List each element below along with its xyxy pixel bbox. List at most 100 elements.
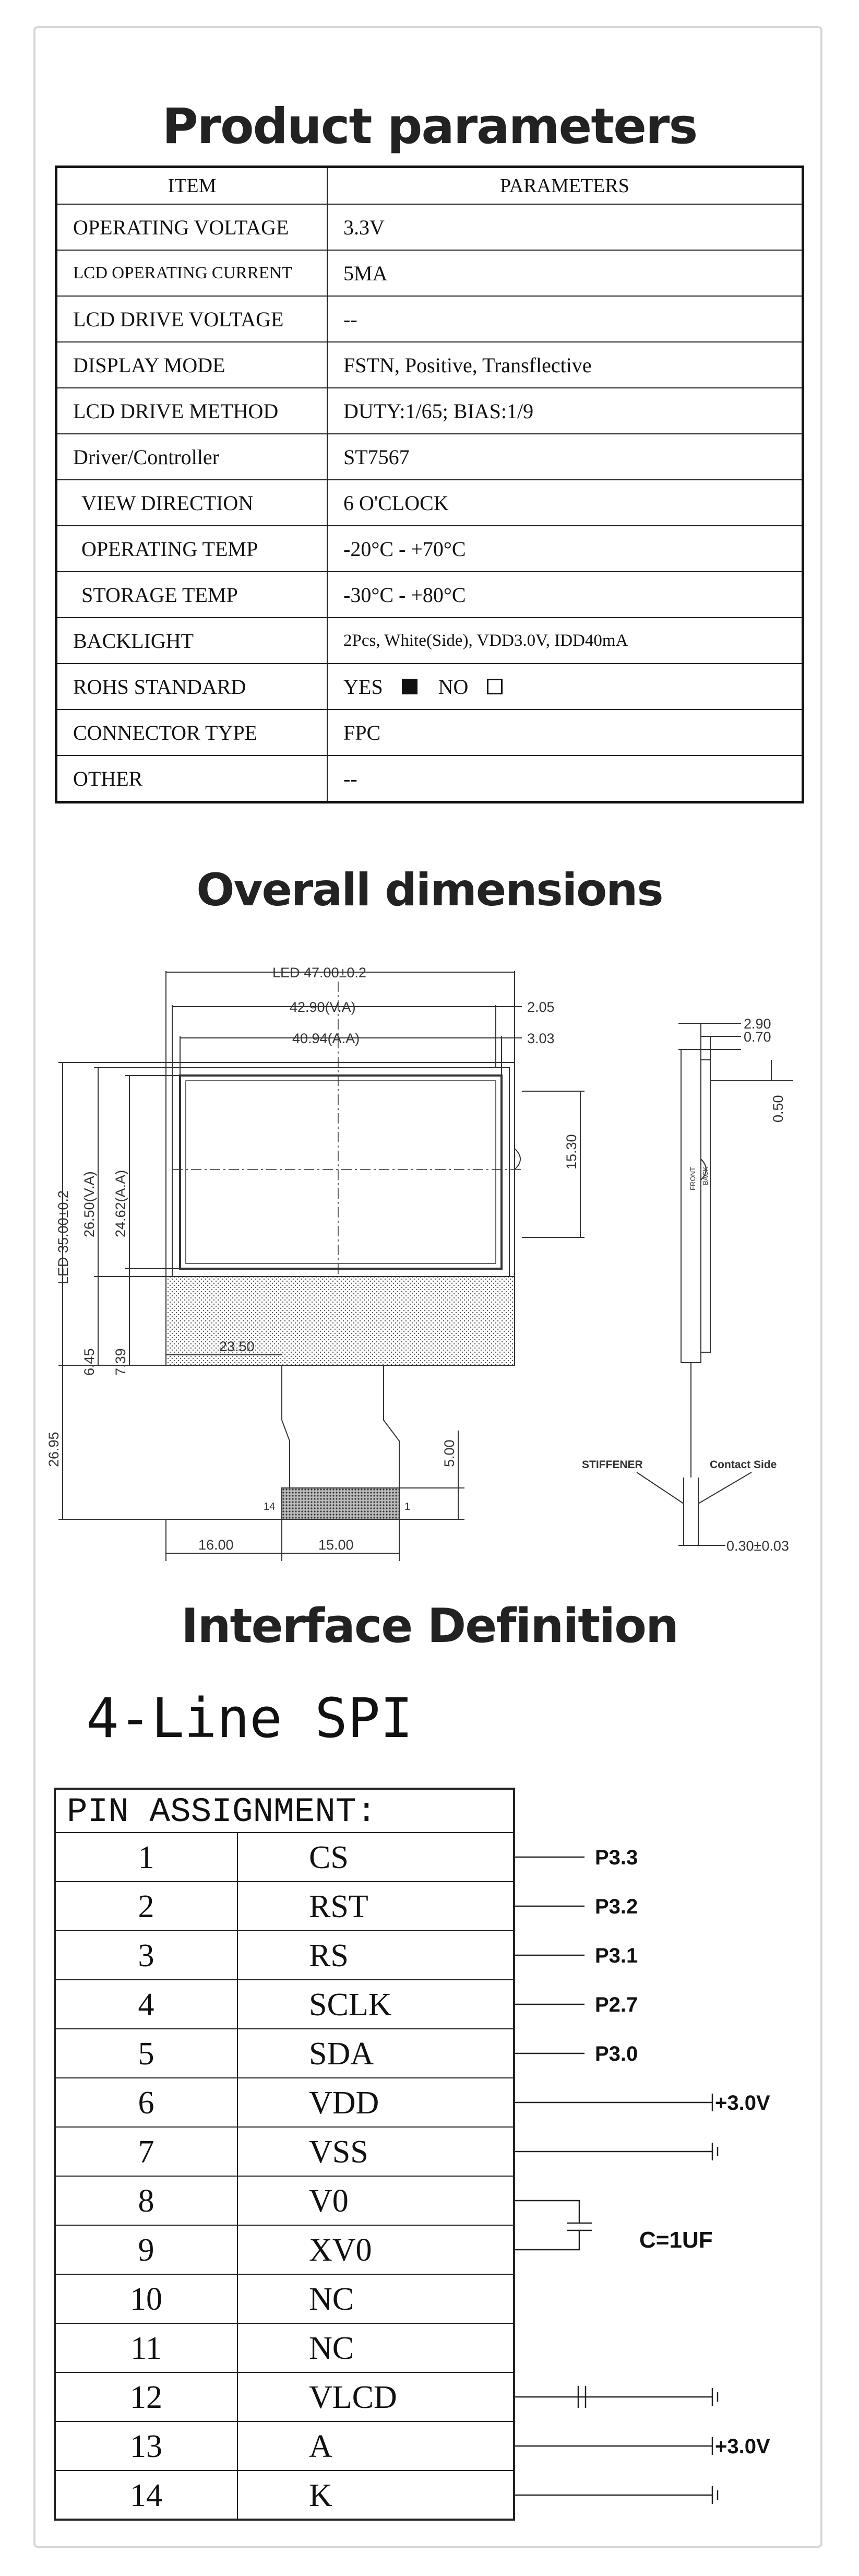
interface-definition-title: Interface Definition [181, 1599, 679, 1653]
dim-right-offset-1: 2.05 [527, 999, 555, 1015]
row-item: VIEW DIRECTION [55, 479, 328, 526]
row-item: STORAGE TEMP [55, 571, 328, 618]
pin-signal: K [309, 2478, 332, 2513]
pin-signal: A [309, 2429, 332, 2464]
pin-signal: V0 [309, 2183, 349, 2219]
dim-fpc-left: 16.00 [198, 1537, 234, 1553]
dim-aa-width: 40.94(A.A) [292, 1031, 360, 1046]
pin-number: 3 [138, 1938, 154, 1974]
row-value: -30°C - +80°C [327, 571, 804, 618]
table-row: STORAGE TEMP-30°C - +80°C [55, 571, 804, 618]
table-row: LCD DRIVE VOLTAGE-- [55, 296, 804, 342]
page-frame [33, 26, 822, 2548]
row-value: -- [327, 755, 804, 803]
row-value: ST7567 [327, 433, 804, 480]
row-value: FSTN, Positive, Transflective [327, 341, 804, 388]
stiffener-leader [636, 1472, 684, 1504]
row-item: Driver/Controller [55, 433, 328, 480]
header-item: ITEM [55, 166, 328, 205]
row-value: 2Pcs, White(Side), VDD3.0V, IDD40mA [327, 617, 804, 664]
dim-fpc-tail: 5.00 [442, 1439, 457, 1467]
yes-checked-box-icon [401, 679, 417, 695]
pin-signal: VLCD [309, 2380, 397, 2415]
pin-signal: RS [309, 1938, 349, 1974]
dim-led-width: LED 47.00±0.2 [272, 965, 366, 980]
dim-right-offset-2: 3.03 [527, 1031, 555, 1046]
dim-fpc-offset: 23.50 [219, 1339, 255, 1354]
led-region [165, 1276, 515, 1366]
row-item: OTHER [55, 755, 328, 803]
dimension-drawing: LED 47.00±0.2 42.90(V.A) 2.05 40.94(A.A)… [46, 965, 793, 1561]
header-parameters: PARAMETERS [327, 166, 804, 205]
dim-side-glass: 0.70 [744, 1029, 771, 1045]
pin-2-connection: P3.2 [595, 1895, 638, 1918]
pin-row-lines [55, 1832, 514, 2471]
pin-number: 9 [138, 2232, 154, 2268]
overall-dimensions-title: Overall dimensions [196, 864, 663, 916]
pin-5-connection: P3.0 [595, 2042, 638, 2065]
pin-13-connection: +3.0V [715, 2435, 770, 2458]
pin-number: 5 [138, 2036, 154, 2072]
pin-number: 10 [130, 2282, 162, 2317]
fpc-contacts [281, 1487, 400, 1520]
dim-center-height: 15.30 [564, 1134, 579, 1169]
pin-first-label: 14 [264, 1501, 275, 1512]
row-value: DUTY:1/65; BIAS:1/9 [327, 387, 804, 434]
dim-fpc-thickness: 0.30±0.03 [726, 1538, 789, 1554]
dim-va-height: 26.50(V.A) [81, 1171, 97, 1237]
no-empty-box-icon [487, 679, 503, 695]
side-front-label: FRONT [689, 1167, 697, 1190]
contact-side-label: Contact Side [710, 1459, 777, 1471]
dim-aa-height: 24.62(A.A) [113, 1170, 128, 1237]
pin-number: 14 [130, 2478, 162, 2513]
pin-last-label: 1 [404, 1501, 410, 1512]
pin-table-outline [54, 1788, 515, 2521]
stiffener-label: STIFFENER [582, 1459, 643, 1471]
table-row: OPERATING TEMP-20°C - +70°C [55, 525, 804, 572]
pin-number: 12 [130, 2380, 162, 2415]
side-view-glass [700, 1059, 711, 1353]
row-value: -- [327, 296, 804, 342]
dim-va-width: 42.90(V.A) [290, 999, 356, 1015]
pin-signal: SDA [309, 2036, 374, 2072]
row-item: CONNECTOR TYPE [55, 709, 328, 756]
contact-leader [698, 1472, 752, 1504]
pin-6-connection: +3.0V [715, 2091, 770, 2114]
row-item: LCD DRIVE METHOD [55, 387, 328, 434]
pin-signal: SCLK [309, 1987, 392, 2023]
dim-bottom-1: 6.45 [81, 1348, 97, 1376]
wire-pin-9 [514, 2230, 580, 2251]
active-area-inner [185, 1080, 496, 1264]
table-row: OTHER-- [55, 755, 804, 803]
connector-tab [514, 1148, 521, 1170]
pin-signal: NC [309, 2331, 354, 2366]
dim-side-gap: 0.50 [770, 1095, 786, 1122]
pin-number: 6 [138, 2085, 154, 2121]
pin-signal: XV0 [309, 2232, 372, 2268]
row-item: BACKLIGHT [55, 617, 328, 664]
row-value: FPC [327, 709, 804, 756]
row-item: DISPLAY MODE [55, 341, 328, 388]
product-parameters-title: Product parameters [162, 98, 698, 155]
row-item: ROHS STANDARD [55, 663, 328, 710]
pin-number: 2 [138, 1889, 154, 1924]
dim-fpc-width: 15.00 [318, 1537, 354, 1553]
pin-signal: VDD [309, 2085, 379, 2121]
pin-signal: RST [309, 1889, 368, 1924]
active-area [179, 1074, 503, 1270]
pin-signal: NC [309, 2282, 354, 2317]
table-header-row: ITEM PARAMETERS [55, 166, 804, 205]
pin-signal: CS [309, 1840, 349, 1875]
pin-assignment-title: PIN ASSIGNMENT: [67, 1792, 377, 1831]
rohs-yes-label: YES [343, 675, 383, 699]
side-connector [700, 1159, 707, 1180]
side-back-label: BACK [701, 1166, 709, 1185]
